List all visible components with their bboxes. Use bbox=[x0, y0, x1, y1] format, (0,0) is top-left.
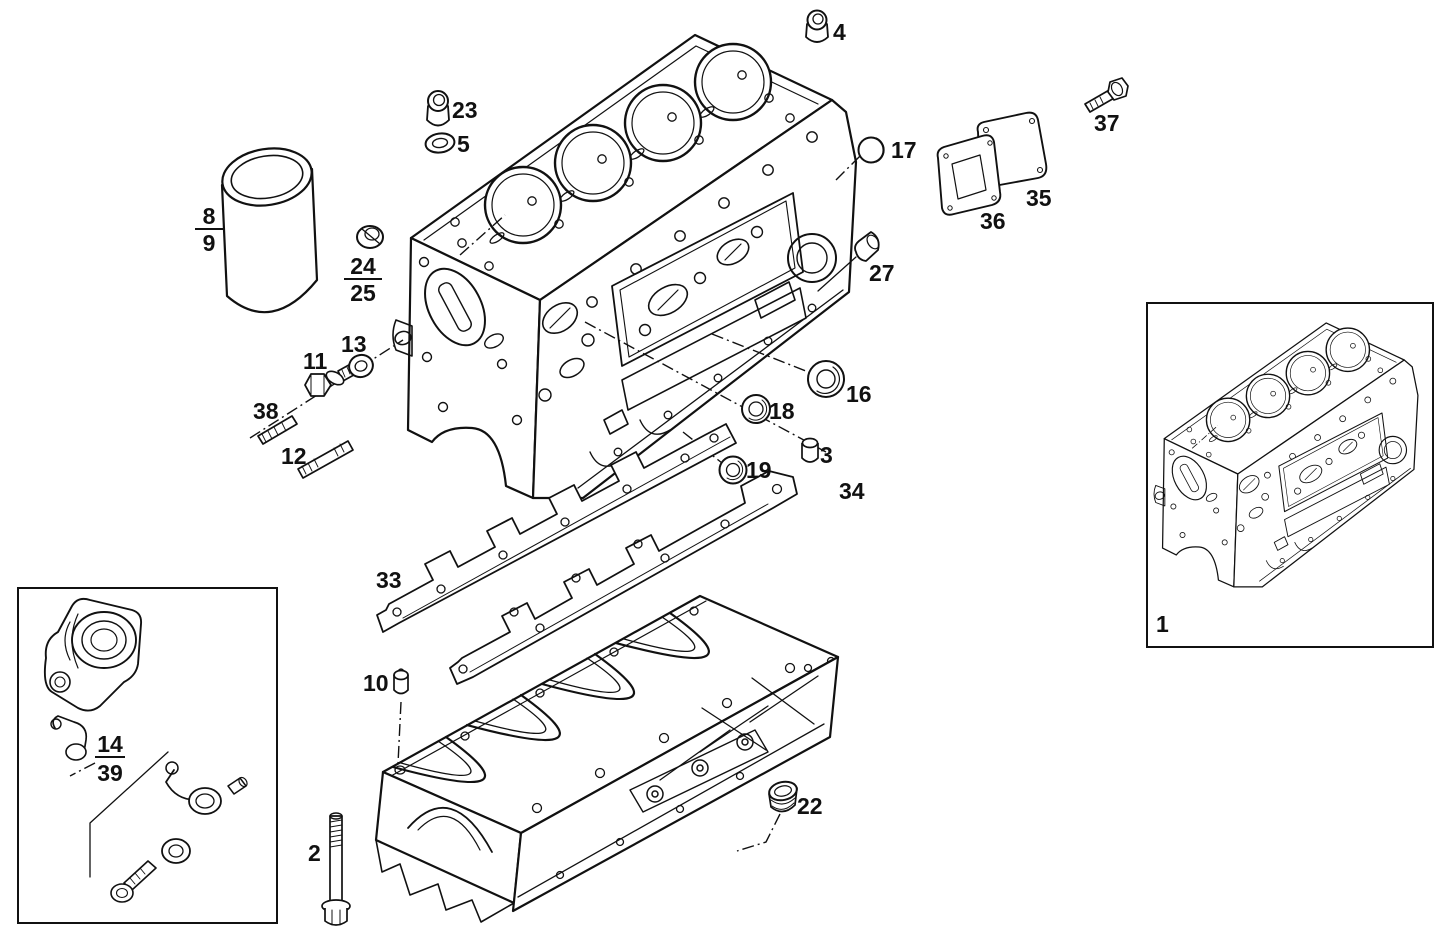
part-label-12: 12 bbox=[281, 443, 307, 469]
fraction-bottom: 9 bbox=[203, 230, 216, 256]
part-plug-27 bbox=[854, 231, 880, 262]
part-plug-22 bbox=[768, 780, 798, 813]
part-label-37: 37 bbox=[1094, 110, 1120, 136]
crankcase-ribs bbox=[659, 675, 819, 781]
inset-box-cooling-jets bbox=[17, 587, 278, 924]
part-washer-13 bbox=[348, 353, 374, 379]
part-grommet-18 bbox=[741, 394, 771, 424]
part-gasket-33 bbox=[376, 423, 737, 633]
part-jet-body bbox=[43, 597, 143, 712]
part-cylinder-liner bbox=[220, 147, 319, 314]
part-label-5: 5 bbox=[457, 131, 470, 157]
part-plug-23 bbox=[426, 90, 450, 127]
deck-holes bbox=[450, 70, 795, 271]
part-grommet-19 bbox=[718, 455, 748, 485]
part-label-17: 17 bbox=[891, 137, 917, 163]
bearing-arches bbox=[391, 611, 710, 783]
part-stud-38 bbox=[257, 415, 298, 445]
fraction-top: 24 bbox=[350, 253, 376, 279]
fraction-top: 14 bbox=[97, 731, 123, 757]
part-stud-12 bbox=[297, 440, 354, 479]
part-label-23: 23 bbox=[452, 97, 478, 123]
fraction-bottom: 25 bbox=[350, 280, 376, 306]
part-jet-ring bbox=[161, 838, 191, 864]
part-label-14-39: 14 39 bbox=[95, 731, 125, 786]
part-plug-4 bbox=[805, 9, 829, 43]
part-label-34: 34 bbox=[839, 478, 865, 504]
part-label-3: 3 bbox=[820, 442, 833, 468]
part-grommet-16 bbox=[807, 360, 845, 398]
part-crankcase bbox=[374, 594, 840, 923]
part-jet-bolt bbox=[110, 860, 157, 903]
part-label-33: 33 bbox=[376, 567, 402, 593]
part-label-13: 13 bbox=[341, 331, 367, 357]
part-pin-3 bbox=[801, 437, 819, 463]
part-label-35: 35 bbox=[1026, 185, 1052, 211]
part-washer-5 bbox=[424, 132, 456, 154]
part-label-8-9: 8 9 bbox=[195, 203, 223, 256]
part-bolt-37 bbox=[1084, 77, 1129, 113]
part-plug-24-25 bbox=[356, 225, 384, 249]
part-jet-pipe-assembly bbox=[165, 761, 248, 815]
fraction-bottom: 39 bbox=[97, 760, 123, 786]
part-label-38: 38 bbox=[253, 398, 279, 424]
part-label-18: 18 bbox=[769, 398, 795, 424]
part-label-10: 10 bbox=[363, 670, 389, 696]
part-label-19: 19 bbox=[746, 457, 772, 483]
part-bolt-2 bbox=[321, 812, 351, 926]
inset-box-assembled-block bbox=[1146, 302, 1434, 648]
part-disc-17 bbox=[857, 136, 885, 164]
part-label-1: 1 bbox=[1156, 611, 1169, 637]
front-face-details bbox=[392, 256, 523, 426]
fraction-top: 8 bbox=[203, 203, 216, 229]
cylinder-block bbox=[392, 33, 858, 500]
part-gasket-36 bbox=[936, 134, 1002, 216]
labels: 1 2 3 4 5 10 11 12 13 16 17 18 19 22 23 … bbox=[95, 19, 1169, 866]
part-jet-small bbox=[50, 715, 88, 761]
part-gasket-34 bbox=[449, 470, 798, 685]
part-label-2: 2 bbox=[308, 840, 321, 866]
part-label-11: 11 bbox=[303, 348, 328, 374]
part-label-16: 16 bbox=[846, 381, 872, 407]
part-label-27: 27 bbox=[869, 260, 895, 286]
cylinder-bores bbox=[483, 42, 773, 245]
part-label-4: 4 bbox=[833, 19, 846, 45]
part-label-24-25: 24 25 bbox=[344, 253, 382, 306]
part-pin-10 bbox=[393, 668, 409, 695]
part-label-36: 36 bbox=[980, 208, 1006, 234]
part-label-22: 22 bbox=[797, 793, 823, 819]
